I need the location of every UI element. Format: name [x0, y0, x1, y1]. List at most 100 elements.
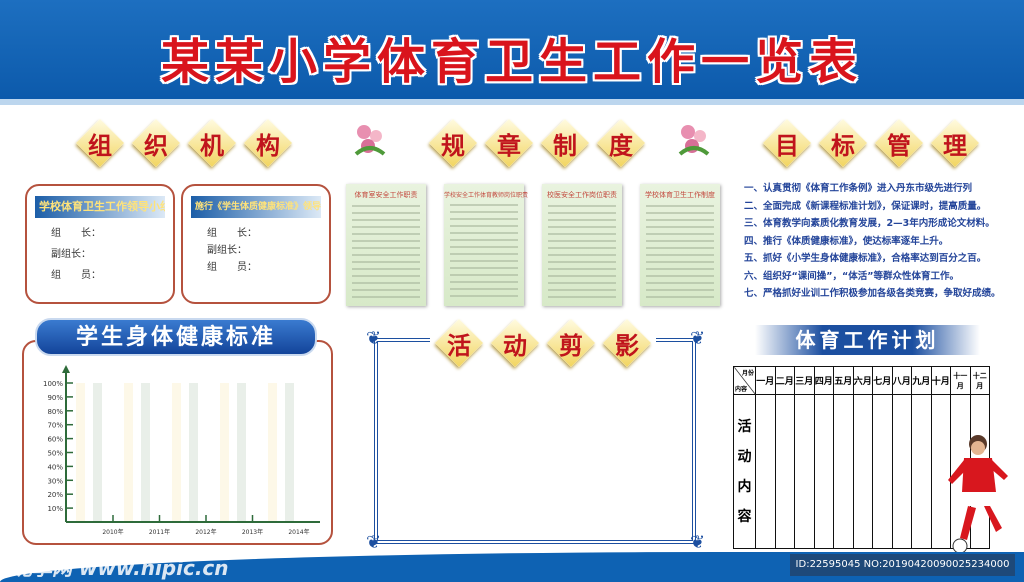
soccer-player-image — [948, 435, 1008, 554]
plan-cell[interactable] — [794, 394, 815, 549]
goal-item: 四、推行《体质健康标准》，使达标率逐年上升。 — [744, 235, 949, 247]
plan-body-row: 活动内容 — [733, 394, 990, 549]
label-char: 内 — [737, 478, 752, 495]
heading-char: 织 — [144, 130, 168, 160]
x-tick-label: 2010年 — [102, 528, 123, 536]
y-tick-label: 80% — [47, 408, 63, 416]
y-tick-label: 30% — [47, 477, 63, 485]
bar-bg — [237, 383, 246, 522]
plan-cell[interactable] — [872, 394, 893, 549]
plan-cell[interactable] — [833, 394, 854, 549]
rule-card: 校医安全工作岗位职责 — [542, 184, 622, 306]
month-header: 七月 — [872, 366, 893, 395]
rule-card-title: 学校安全工作体育教师岗位职责 — [444, 192, 529, 199]
heading-char: 剪 — [559, 330, 583, 360]
ornament-icon: ❦ — [690, 328, 706, 349]
heading-char: 机 — [200, 130, 224, 160]
x-tick-label: 2012年 — [195, 528, 216, 536]
bar-bg — [172, 383, 181, 522]
org-box-heading: 施行《学生体质健康标准》领导小组 — [191, 196, 321, 218]
plan-header-row: 月份 内容 一月 二月 三月 四月 五月 六月 七月 八月 九月 十月 十一月 … — [733, 366, 990, 395]
y-tick-label: 20% — [47, 491, 63, 499]
plan-cell[interactable] — [852, 394, 873, 549]
goal-item: 七、严格抓好业训工作积极参加各级各类竞赛，争取好成绩。 — [744, 288, 1001, 299]
flower-icon — [678, 125, 710, 156]
heading-char: 目 — [775, 130, 799, 160]
month-header: 十二月 — [969, 366, 990, 395]
rule-card-title: 学校体育卫生工作制度 — [645, 191, 715, 199]
month-header: 一月 — [755, 366, 776, 395]
plan-cell[interactable] — [755, 394, 776, 549]
heading-char: 标 — [831, 130, 855, 160]
heading-char: 规 — [441, 130, 465, 160]
label-char: 动 — [737, 448, 752, 465]
plan-cell[interactable] — [911, 394, 932, 549]
watermark-logo: 昵享网 www.nipic.cn — [12, 556, 229, 580]
rule-card: 学校体育卫生工作制度 — [640, 184, 720, 306]
ornament-icon: ❦ — [366, 532, 382, 553]
rule-card: 体育室安全工作职责 — [346, 184, 426, 306]
flower-icon — [354, 125, 386, 156]
y-tick-label: 70% — [47, 422, 63, 430]
bar-bg — [285, 383, 294, 522]
heading-char: 理 — [943, 130, 967, 160]
plan-cell[interactable] — [774, 394, 795, 549]
y-axis-arrow-icon — [62, 365, 70, 373]
heading-char: 动 — [503, 330, 527, 360]
month-header: 八月 — [891, 366, 912, 395]
plan-cell[interactable] — [813, 394, 834, 549]
y-tick-label: 90% — [47, 394, 63, 402]
month-header: 九月 — [911, 366, 932, 395]
plan-banner: 体育工作计划 — [755, 325, 980, 355]
heading-rules: 规 章 制 度 — [428, 118, 646, 168]
x-tick-label: 2013年 — [242, 528, 263, 536]
org-box-heading: 学校体育卫生工作领导小组 — [35, 196, 165, 218]
health-banner: 学生身体健康标准 — [35, 318, 317, 356]
goals-list: 一、认真贯彻《体育工作条例》进入丹东市级先进行列 二、全面完成《新课程标准计划》… — [744, 180, 1024, 303]
label-char: 容 — [737, 508, 752, 525]
corner-top-label: 月份 — [741, 370, 754, 377]
month-header: 六月 — [852, 366, 873, 395]
bar-bg — [141, 383, 150, 522]
month-header: 十月 — [930, 366, 951, 395]
month-header: 四月 — [813, 366, 834, 395]
org-line: 组 长： — [207, 228, 257, 239]
bar-bg — [76, 383, 85, 522]
org-line: 组 员： — [51, 270, 101, 281]
y-tick-label: 10% — [47, 505, 63, 513]
org-box-leadership: 学校体育卫生工作领导小组 组 长： 副组长： 组 员： — [25, 184, 175, 304]
heading-char: 管 — [887, 130, 911, 160]
corner-bottom-label: 内容 — [735, 386, 748, 393]
page-title: 某某小学体育卫生工作一览表 — [160, 34, 863, 90]
heading-char: 影 — [615, 330, 639, 360]
month-header: 十一月 — [950, 366, 971, 395]
plan-corner-cell: 月份 内容 — [733, 366, 756, 395]
heading-activities: 活 动 剪 影 — [430, 318, 656, 368]
x-tick-label: 2014年 — [288, 528, 309, 536]
bar-bg — [189, 383, 198, 522]
heading-char: 构 — [256, 130, 280, 160]
ornament-icon: ❦ — [366, 328, 382, 349]
y-tick-label: 40% — [47, 463, 63, 471]
org-line: 组 长： — [51, 228, 101, 239]
month-header: 二月 — [774, 366, 795, 395]
goal-item: 五、抓好《小学生身体健康标准》，合格率达到百分之百。 — [744, 253, 987, 264]
label-char: 活 — [737, 418, 752, 435]
heading-char: 活 — [447, 330, 471, 360]
y-tick-label: 60% — [47, 436, 63, 444]
ornament-icon: ❦ — [690, 532, 706, 553]
bar-bg — [124, 383, 133, 522]
month-header: 三月 — [794, 366, 815, 395]
heading-goals: 目 标 管 理 — [762, 118, 980, 168]
plan-cell[interactable] — [891, 394, 912, 549]
goal-item: 六、组织好“课间操”，“体活”等群众性体育工作。 — [744, 270, 959, 282]
bar-bg — [93, 383, 102, 522]
rule-card: 学校安全工作体育教师岗位职责 — [444, 184, 529, 306]
bar-bg — [268, 383, 277, 522]
y-tick-label: 100% — [43, 380, 63, 388]
org-box-standard: 施行《学生体质健康标准》领导小组 组 长： 副组长： 组 员： — [181, 184, 331, 304]
goal-item: 一、认真贯彻《体育工作条例》进入丹东市级先进行列 — [744, 183, 973, 194]
rule-cards: 体育室安全工作职责 学校安全工作体育教师岗位职责 校医安全工作岗位职责 学校体育… — [346, 184, 720, 306]
bar-bg — [220, 383, 229, 522]
